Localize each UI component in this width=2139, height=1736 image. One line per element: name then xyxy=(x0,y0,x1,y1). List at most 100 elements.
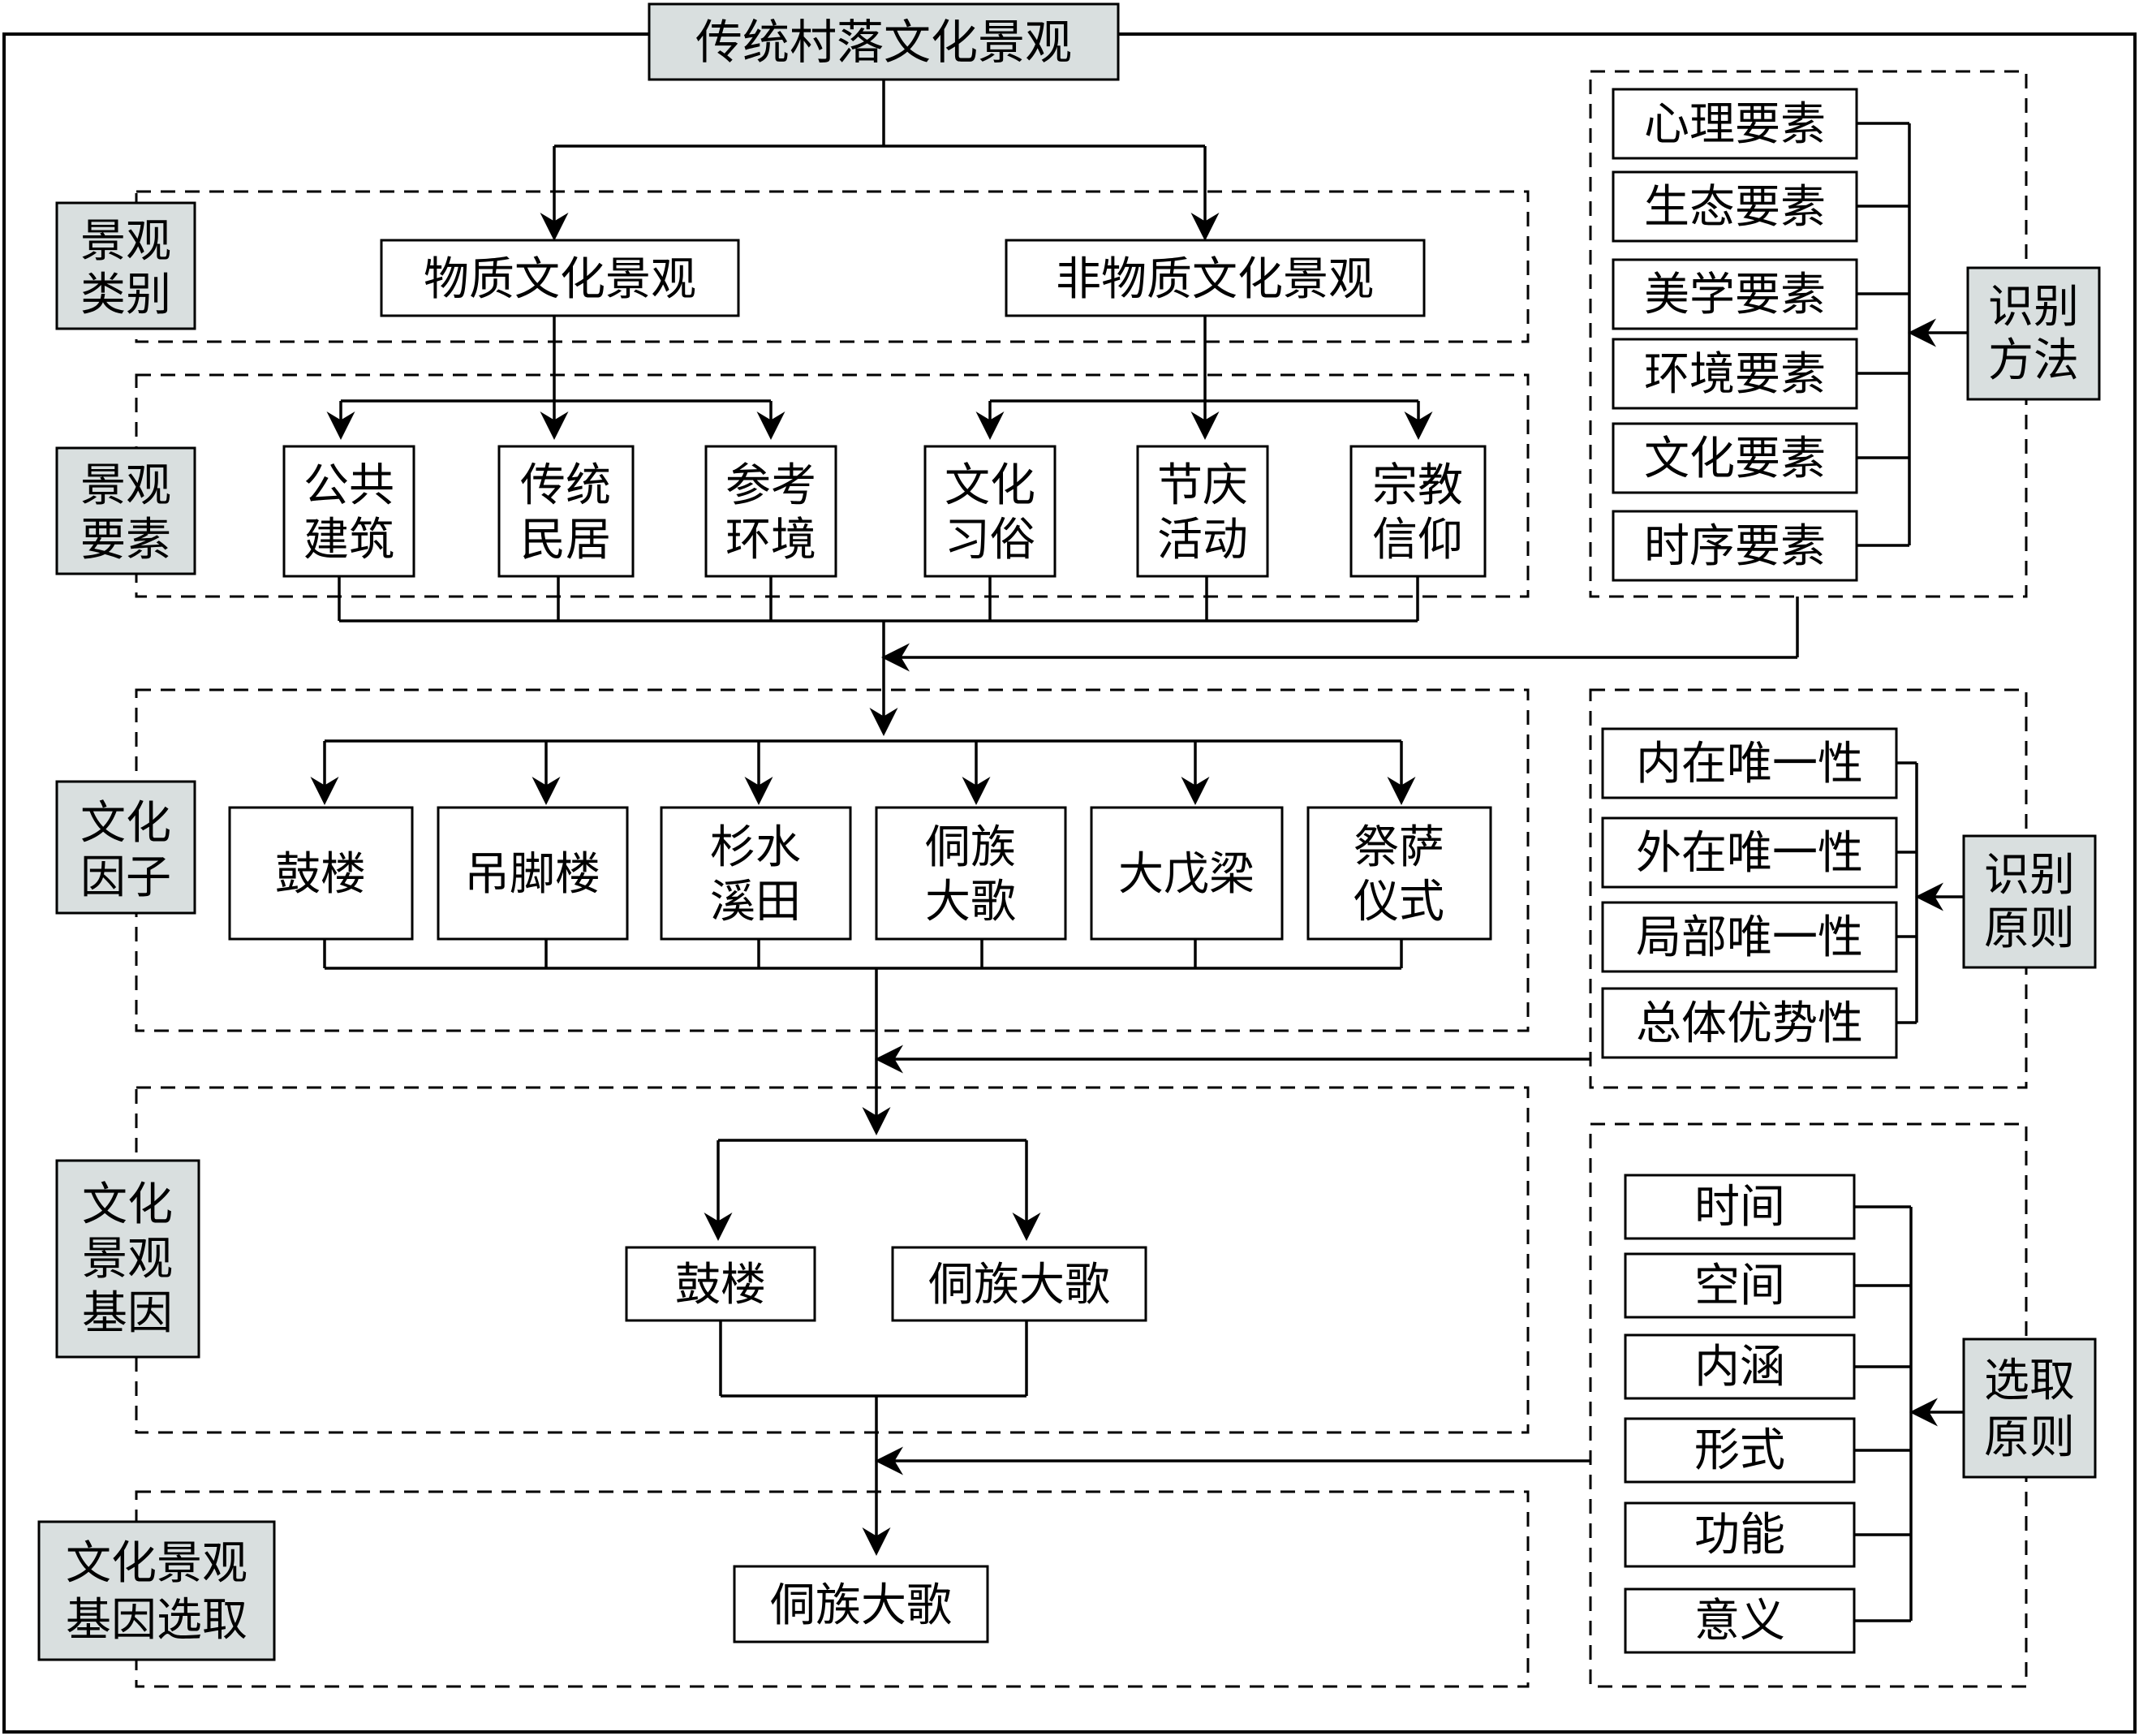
svg-text:建筑: 建筑 xyxy=(303,514,394,566)
element-religious-belief: 宗教 信仰 xyxy=(1349,445,1487,578)
factor-jisa-ritual: 祭萨 仪式 xyxy=(1306,806,1492,941)
factor-stilt-house: 吊脚楼 xyxy=(437,806,629,941)
elements-section-frame xyxy=(135,373,1530,598)
svg-text:意义: 意义 xyxy=(1694,1595,1785,1648)
svg-text:局部唯一性: 局部唯一性 xyxy=(1636,911,1863,964)
selection-principle-label: 选取 原则 xyxy=(1962,1338,2097,1479)
svg-text:鼓楼: 鼓楼 xyxy=(675,1259,766,1312)
svg-text:民居: 民居 xyxy=(520,514,611,566)
svg-text:形式: 形式 xyxy=(1694,1424,1785,1477)
svg-text:文化景观: 文化景观 xyxy=(66,1537,247,1590)
element-reference-environment: 参考 环境 xyxy=(704,445,837,578)
svg-text:内涵: 内涵 xyxy=(1694,1341,1785,1394)
svg-text:杉水: 杉水 xyxy=(710,821,801,874)
stage-label-elements: 景观 要素 xyxy=(55,446,196,575)
selection-item-function: 功能 xyxy=(1624,1501,1856,1568)
category-intangible: 非物质文化景观 xyxy=(1005,239,1426,317)
method-section-frame xyxy=(1589,70,2028,598)
method-item-environment: 环境要素 xyxy=(1612,338,1858,410)
svg-text:物质文化景观: 物质文化景观 xyxy=(424,253,696,306)
method-item-psychology: 心理要素 xyxy=(1612,88,1858,160)
stage-label-factors: 文化 因子 xyxy=(55,780,196,915)
svg-text:节庆: 节庆 xyxy=(1157,459,1248,512)
svg-text:景观: 景观 xyxy=(82,1233,173,1286)
svg-text:美学要素: 美学要素 xyxy=(1644,269,1826,321)
svg-text:习俗: 习俗 xyxy=(945,514,1035,566)
svg-text:吊脚楼: 吊脚楼 xyxy=(464,848,600,901)
principle-item-overall-advantage: 总体优势性 xyxy=(1601,987,1898,1059)
stage-label-selection: 文化景观 基因选取 xyxy=(37,1520,276,1661)
svg-text:内在唯一性: 内在唯一性 xyxy=(1636,738,1863,790)
svg-text:信仰: 信仰 xyxy=(1372,514,1463,566)
element-cultural-customs: 文化 习俗 xyxy=(923,445,1057,578)
selection-item-meaning: 意义 xyxy=(1624,1587,1856,1654)
selection-item-space: 空间 xyxy=(1624,1252,1856,1319)
factor-dong-grand-song: 侗族 大歌 xyxy=(875,806,1067,941)
svg-text:方法: 方法 xyxy=(1988,334,2079,387)
svg-text:祭萨: 祭萨 xyxy=(1354,821,1444,874)
svg-text:宗教: 宗教 xyxy=(1372,459,1463,512)
svg-text:功能: 功能 xyxy=(1694,1509,1785,1562)
gene-drum-tower: 鼓楼 xyxy=(625,1246,816,1322)
selected-gene-box: 侗族大歌 xyxy=(733,1565,989,1643)
svg-text:外在唯一性: 外在唯一性 xyxy=(1636,827,1863,880)
svg-text:选取: 选取 xyxy=(1984,1355,2075,1407)
svg-text:文化: 文化 xyxy=(82,1178,173,1231)
svg-text:生态要素: 生态要素 xyxy=(1644,181,1826,234)
svg-text:景观: 景观 xyxy=(80,459,171,512)
principle-item-local-uniqueness: 局部唯一性 xyxy=(1601,901,1898,973)
svg-text:环境要素: 环境要素 xyxy=(1644,348,1826,401)
svg-text:大歌: 大歌 xyxy=(925,876,1016,928)
svg-text:大戊梁: 大戊梁 xyxy=(1118,848,1255,901)
principle-item-external-uniqueness: 外在唯一性 xyxy=(1601,816,1898,889)
svg-text:公共: 公共 xyxy=(303,459,394,512)
category-material: 物质文化景观 xyxy=(380,239,740,317)
svg-text:总体优势性: 总体优势性 xyxy=(1636,997,1863,1050)
svg-text:基因选取: 基因选取 xyxy=(66,1594,247,1647)
svg-text:原则: 原则 xyxy=(1984,902,2075,955)
svg-text:心理要素: 心理要素 xyxy=(1644,98,1826,151)
principle-item-internal-uniqueness: 内在唯一性 xyxy=(1601,727,1898,799)
method-item-culture: 文化要素 xyxy=(1612,422,1858,494)
svg-text:时序要素: 时序要素 xyxy=(1644,520,1826,573)
svg-text:参考: 参考 xyxy=(725,459,816,512)
factor-dawuliang: 大戊梁 xyxy=(1090,806,1284,941)
svg-text:基因: 基因 xyxy=(82,1287,173,1340)
svg-text:文化要素: 文化要素 xyxy=(1644,433,1826,485)
identification-method-label: 识别 方法 xyxy=(1966,266,2101,401)
identification-principle-label: 识别 原则 xyxy=(1962,834,2097,969)
svg-text:溪田: 溪田 xyxy=(710,876,801,928)
svg-text:环境: 环境 xyxy=(725,514,816,566)
svg-text:类别: 类别 xyxy=(80,269,171,321)
svg-text:非物质文化景观: 非物质文化景观 xyxy=(1056,253,1374,306)
factor-shanshui-xitian: 杉水 溪田 xyxy=(660,806,852,941)
selection-item-time: 时间 xyxy=(1624,1174,1856,1240)
element-traditional-dwelling: 传统 民居 xyxy=(497,445,635,578)
stage-label-category: 景观 类别 xyxy=(55,201,196,330)
svg-text:侗族: 侗族 xyxy=(925,821,1016,874)
factor-drum-tower: 鼓楼 xyxy=(228,806,414,941)
svg-text:景观: 景观 xyxy=(80,215,171,268)
selection-item-connotation: 内涵 xyxy=(1624,1333,1856,1400)
svg-text:原则: 原则 xyxy=(1984,1411,2075,1464)
element-public-building: 公共 建筑 xyxy=(282,445,415,578)
svg-text:要素: 要素 xyxy=(80,514,171,566)
root-title: 传统村落文化景观 xyxy=(695,15,1072,70)
element-festival-activities: 节庆 活动 xyxy=(1136,445,1269,578)
method-item-aesthetics: 美学要素 xyxy=(1612,258,1858,330)
svg-text:识别: 识别 xyxy=(1988,281,2079,334)
svg-text:文化: 文化 xyxy=(80,797,171,850)
svg-text:传统: 传统 xyxy=(520,459,611,512)
svg-text:鼓楼: 鼓楼 xyxy=(275,848,366,901)
svg-text:识别: 识别 xyxy=(1984,849,2075,902)
svg-text:侗族大歌: 侗族大歌 xyxy=(770,1579,952,1632)
method-item-ecology: 生态要素 xyxy=(1612,170,1858,243)
svg-text:因子: 因子 xyxy=(80,851,171,904)
root-box xyxy=(648,2,1120,81)
svg-text:仪式: 仪式 xyxy=(1354,876,1444,928)
svg-text:活动: 活动 xyxy=(1157,514,1248,566)
svg-text:空间: 空间 xyxy=(1694,1260,1785,1312)
gene-dong-grand-song: 侗族大歌 xyxy=(891,1246,1147,1322)
stage-label-genes: 文化 景观 基因 xyxy=(55,1159,200,1359)
